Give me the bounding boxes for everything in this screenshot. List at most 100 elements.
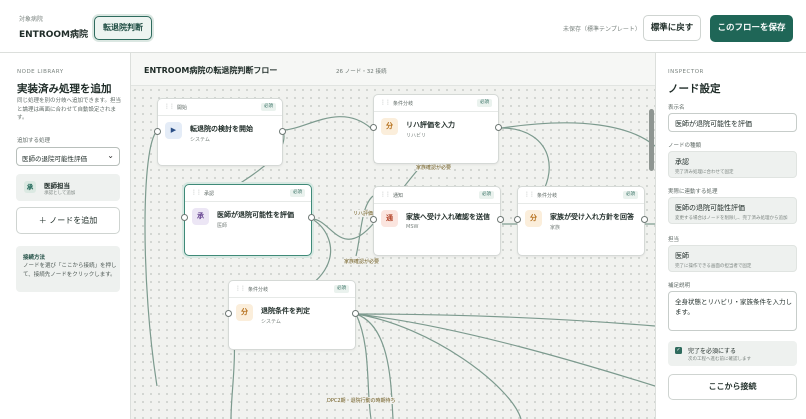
required-toggle-label: 完了を必須にする — [688, 348, 737, 355]
tab-label: 転退院判断 — [103, 23, 143, 32]
drag-handle-icon[interactable]: ⋮⋮ — [164, 103, 175, 110]
node-owner: リハビリ — [406, 133, 427, 139]
connect-help-text: ノードを選び「ここから接続」を押して、接続先ノードをクリックします。 — [23, 263, 117, 278]
input-port[interactable] — [181, 214, 188, 221]
process-select-value: 医師の退院可能性評価 — [22, 155, 87, 163]
node-header: ⋮⋮ 開始 必須 — [158, 99, 282, 116]
node-title: 転退院の検討を開始 — [190, 125, 253, 133]
connect-help-box: 接続方法 ノードを選び「ここから接続」を押して、接続先ノードをクリックします。 — [16, 246, 120, 292]
edge-label: リハ評価 — [353, 210, 374, 217]
checkbox-checked-icon[interactable]: ✓ — [675, 347, 682, 354]
output-port[interactable] — [279, 128, 286, 135]
add-node-button[interactable]: ＋ ノードを追加 — [16, 207, 120, 234]
node-header: ⋮⋮ 条件分岐 必須 — [374, 95, 498, 112]
edge — [282, 116, 374, 131]
library-description: 同じ処理を別の分岐へ追加できます。担当と論理は画面に合わせて自動設定されます。 — [17, 98, 121, 121]
edge — [355, 313, 655, 387]
reset-button[interactable]: 標準に戻す — [643, 15, 701, 41]
flow-canvas[interactable]: 家族確認が必要 リハ評価 家族確認が必要 DPC2期・退院行動の時期待ち ⋮⋮ … — [131, 86, 655, 419]
play-icon: ▶ — [165, 122, 182, 139]
inspector-title: ノード設定 — [668, 83, 721, 95]
notify-icon: 通 — [381, 210, 398, 227]
linked-process-sub: 変更する場合はノードを削除し、完了済み処理から追加 — [675, 216, 788, 221]
node-header: ⋮⋮ 条件分岐 必須 — [229, 281, 355, 298]
library-item-sub: 承認として追加 — [44, 191, 76, 196]
save-status: 未保存（標準テンプレート） — [563, 26, 641, 33]
save-flow-button[interactable]: このフローを保存 — [710, 15, 793, 42]
node-type: 条件分岐 — [537, 193, 558, 199]
input-port[interactable] — [154, 128, 161, 135]
drag-handle-icon[interactable]: ⋮⋮ — [191, 189, 202, 196]
node-kind-label: ノードの種類 — [668, 143, 702, 149]
node-owner: MSW — [406, 224, 419, 230]
edge — [355, 195, 374, 257]
hospital-name: ENTROOM病院 — [19, 30, 89, 40]
linked-process-field: 医師の退院可能性評価 変更する場合はノードを削除し、完了済み処理から追加 — [668, 197, 797, 224]
edge-label: 家族確認が必要 — [344, 258, 380, 265]
required-toggle-row[interactable]: ✓ 完了を必須にする 次の工程へ進む前に確認します — [668, 341, 797, 366]
edge — [501, 122, 655, 147]
library-title: 実装済み処理を追加 — [17, 83, 112, 95]
required-badge: 必須 — [334, 285, 349, 293]
output-port[interactable] — [497, 216, 504, 223]
input-port[interactable] — [370, 124, 377, 131]
display-name-value: 医師が退院可能性を評価 — [675, 120, 752, 128]
node-library-panel: NODE LIBRARY 実装済み処理を追加 同じ処理を別の分岐へ追加できます。… — [0, 53, 131, 419]
flow-node-doctor-eval[interactable]: ⋮⋮ 承認 必須 承 医師が退院可能性を評価 医師 — [181, 184, 315, 256]
inspector-panel: INSPECTOR ノード設定 表示名 医師が退院可能性を評価 ノードの種類 承… — [655, 53, 806, 419]
required-badge: 必須 — [477, 99, 492, 107]
canvas-scrollbar[interactable] — [649, 109, 654, 171]
library-item-title: 医師担当 — [44, 182, 70, 190]
drag-handle-icon[interactable]: ⋮⋮ — [380, 191, 391, 198]
drag-handle-icon[interactable]: ⋮⋮ — [524, 191, 535, 198]
edge-layer — [144, 116, 655, 419]
input-port[interactable] — [514, 216, 521, 223]
flow-node-family-reply[interactable]: ⋮⋮ 条件分岐 必須 分 家族が受け入れ方針を回答 家族 — [514, 186, 648, 256]
node-owner: システム — [190, 137, 210, 143]
output-port[interactable] — [641, 216, 648, 223]
add-process-label: 追加する処理 — [17, 138, 51, 144]
output-port[interactable] — [495, 124, 502, 131]
branch-icon: 分 — [525, 210, 542, 227]
library-item-doctor[interactable]: 承 医師担当 承認として追加 — [16, 174, 120, 201]
node-title: 医師が退院可能性を評価 — [217, 211, 294, 219]
inspector-section-label: INSPECTOR — [668, 69, 704, 75]
description-textarea[interactable]: 全身状態とリハビリ・家族条件を入力します。 — [668, 291, 797, 331]
flow-node-family-notify[interactable]: ⋮⋮ 通知 必須 通 家族へ受け入れ確認を送信 MSW — [370, 186, 504, 256]
library-section-label: NODE LIBRARY — [17, 69, 64, 75]
input-port[interactable] — [370, 216, 377, 223]
owner-sub: 完了に操作できる画面の担当者で固定 — [675, 264, 752, 269]
node-title: 家族へ受け入れ確認を送信 — [406, 213, 490, 221]
process-select[interactable]: 医師の退院可能性評価 ⌄ — [16, 147, 120, 166]
edge — [355, 313, 522, 419]
chevron-down-icon: ⌄ — [107, 151, 114, 160]
display-name-input[interactable]: 医師が退院可能性を評価 — [668, 113, 797, 132]
drag-handle-icon[interactable]: ⋮⋮ — [235, 285, 246, 292]
edge — [311, 218, 374, 240]
flow-node-discharge-condition[interactable]: ⋮⋮ 条件分岐 必須 分 退院条件を判定 システム — [225, 280, 359, 350]
branch-icon: 分 — [381, 118, 398, 135]
required-badge: 必須 — [261, 103, 276, 111]
canvas-header: ENTROOM病院の転退院判断フロー 26 ノード・32 接続 — [131, 53, 655, 86]
edge — [355, 313, 655, 327]
flow-node-rehab[interactable]: ⋮⋮ 条件分岐 必須 分 リハ評価を入力 リハビリ — [370, 94, 502, 164]
output-port[interactable] — [352, 310, 359, 317]
tab-discharge-decision[interactable]: 転退院判断 — [94, 16, 152, 40]
linked-process-label: 実際に連動する処理 — [668, 189, 718, 195]
required-badge: 必須 — [479, 191, 494, 199]
node-header: ⋮⋮ 通知 必須 — [374, 187, 500, 204]
hospital-label: 対象病院 — [19, 16, 44, 23]
top-bar: 対象病院 ENTROOM病院 転退院判断 未保存（標準テンプレート） 標準に戻す… — [0, 0, 806, 53]
owner-label: 担当 — [668, 237, 680, 243]
output-port[interactable] — [308, 214, 315, 221]
drag-handle-icon[interactable]: ⋮⋮ — [380, 99, 391, 106]
node-header: ⋮⋮ 承認 必須 — [185, 185, 311, 202]
node-type: 条件分岐 — [248, 287, 269, 293]
owner-field: 医師 完了に操作できる画面の担当者で固定 — [668, 245, 797, 272]
node-title: 家族が受け入れ方針を回答 — [550, 213, 634, 221]
edge-label: 家族確認が必要 — [416, 164, 452, 171]
flow-node-start[interactable]: ⋮⋮ 開始 必須 ▶ 転退院の検討を開始 システム — [154, 98, 286, 166]
node-kind-field: 承認 完了済み処理に合わせて固定 — [668, 151, 797, 178]
input-port[interactable] — [225, 310, 232, 317]
connect-from-here-button[interactable]: ここから接続 — [668, 374, 797, 400]
